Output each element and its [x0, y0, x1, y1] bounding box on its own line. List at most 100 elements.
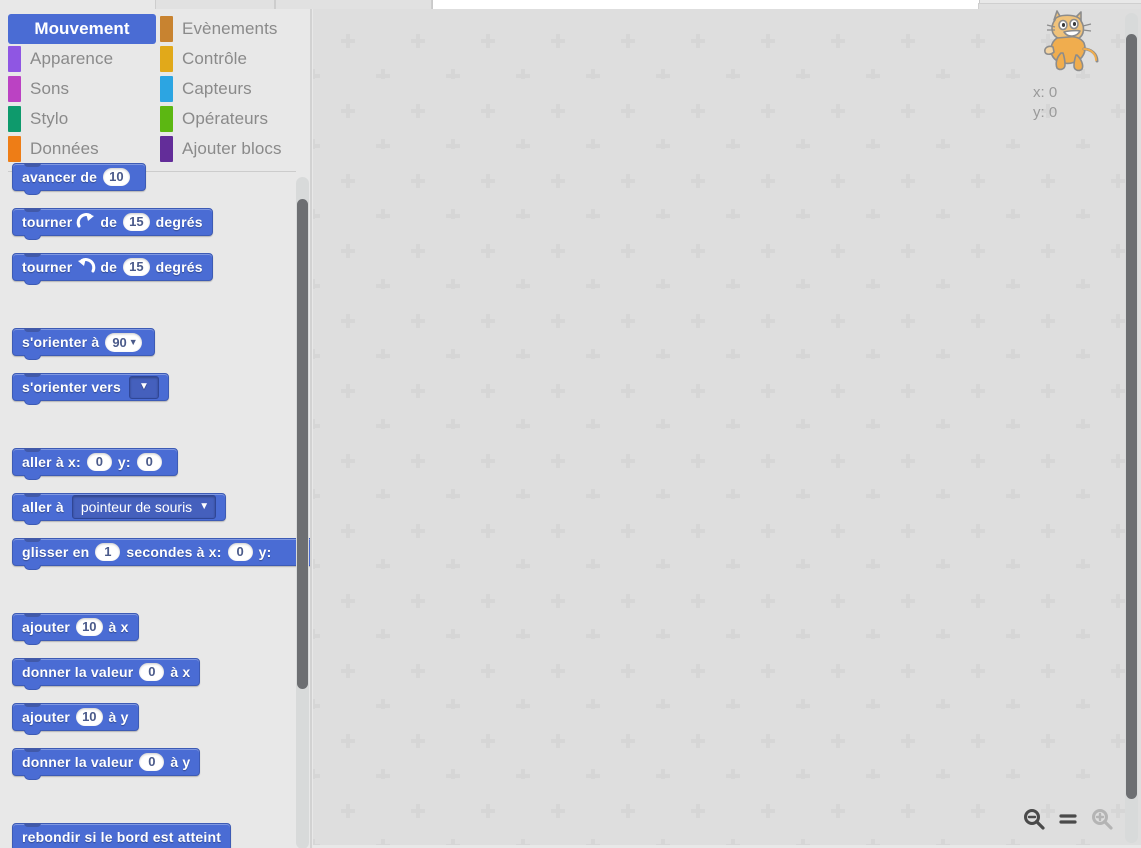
tab-2[interactable]: [432, 0, 980, 9]
category-column-right: Evènements Contrôle Capteurs Opérateurs …: [160, 14, 310, 164]
block-label: à x: [170, 664, 191, 680]
category-label-capteurs: Capteurs: [182, 79, 252, 98]
canvas-grid-pattern: [313, 9, 1141, 848]
category-apparence[interactable]: Apparence: [8, 44, 158, 74]
category-label-mouvement: Mouvement: [34, 19, 130, 38]
block-label: ajouter: [22, 619, 71, 635]
block-dropdown-target[interactable]: ▼: [128, 375, 159, 399]
block-label: degrés: [155, 259, 203, 275]
block-input-x[interactable]: 0: [227, 543, 253, 561]
category-ajouter-blocs[interactable]: Ajouter blocs: [160, 134, 310, 164]
zoom-out-button[interactable]: [1017, 804, 1051, 834]
block-label: donner la valeur: [22, 754, 134, 770]
block-label: degrés: [155, 214, 203, 230]
block-input-delta-y[interactable]: 10: [76, 708, 103, 726]
tab-0[interactable]: [155, 0, 275, 9]
category-donnees[interactable]: Données: [8, 134, 158, 164]
category-mouvement[interactable]: Mouvement: [8, 14, 156, 44]
block-label: tourner: [22, 259, 73, 275]
block-tourner-droite[interactable]: tourner de 15 degrés: [12, 208, 213, 240]
block-glisser[interactable]: glisser en 1 secondes à x: 0 y:: [12, 538, 312, 570]
block-label: donner la valeur: [22, 664, 134, 680]
block-input-y[interactable]: 0: [136, 453, 162, 471]
block-label: glisser en: [22, 544, 90, 560]
block-ajouter-a-x[interactable]: ajouter 10 à x: [12, 613, 139, 645]
turn-left-icon: [76, 257, 96, 278]
block-input-set-x[interactable]: 0: [139, 663, 165, 681]
block-donner-valeur-x[interactable]: donner la valeur 0 à x: [12, 658, 201, 690]
block-label: rebondir si le bord est atteint: [22, 829, 222, 845]
magnifier-minus-icon: [1024, 809, 1045, 830]
block-ajouter-a-y[interactable]: ajouter 10 à y: [12, 703, 139, 735]
tab-strip: [0, 0, 1141, 16]
block-input-set-y[interactable]: 0: [139, 753, 165, 771]
category-column-left: Mouvement Apparence Sons Stylo Données: [8, 14, 158, 164]
chevron-down-icon: ▼: [199, 501, 210, 512]
turn-right-icon: [76, 212, 96, 233]
block-label: aller à: [22, 499, 64, 515]
block-rebondir[interactable]: rebondir si le bord est atteint: [12, 823, 232, 848]
block-label: ajouter: [22, 709, 71, 725]
block-label: aller à x:: [22, 454, 81, 470]
block-donner-valeur-y[interactable]: donner la valeur 0 à y: [12, 748, 201, 780]
category-label-stylo: Stylo: [30, 109, 69, 128]
block-label: de: [100, 259, 118, 275]
chevron-down-icon: ▼: [128, 336, 138, 347]
block-tourner-gauche[interactable]: tourner de 15 degrés: [12, 253, 213, 285]
block-avancer-de[interactable]: avancer de 10: [12, 163, 146, 195]
category-controle[interactable]: Contrôle: [160, 44, 310, 74]
category-sons[interactable]: Sons: [8, 74, 158, 104]
category-swatch-ajouter-blocs: [160, 136, 173, 162]
equals-icon: [1059, 814, 1077, 824]
block-label: y:: [258, 544, 272, 560]
category-evenements[interactable]: Evènements: [160, 14, 310, 44]
category-stylo[interactable]: Stylo: [8, 104, 158, 134]
block-dropdown-cible[interactable]: pointeur de souris ▼: [71, 495, 217, 519]
block-input-degrees[interactable]: 15: [123, 258, 150, 276]
block-label: secondes à x:: [126, 544, 222, 560]
category-swatch-sons: [8, 76, 21, 102]
block-label: s'orienter à: [22, 334, 100, 350]
block-aller-a-cible[interactable]: aller à pointeur de souris ▼: [12, 493, 227, 525]
block-input-degrees[interactable]: 15: [123, 213, 150, 231]
block-label: à y: [108, 709, 129, 725]
scripts-canvas[interactable]: x: 0 y: 0: [313, 9, 1141, 848]
canvas-bottom-edge: [313, 845, 1141, 848]
block-label: y:: [117, 454, 131, 470]
tab-1[interactable]: [275, 0, 432, 9]
block-input-delta-x[interactable]: 10: [76, 618, 103, 636]
block-label: à x: [108, 619, 129, 635]
block-aller-a-xy[interactable]: aller à x: 0 y: 0: [12, 448, 178, 480]
block-s-orienter-vers[interactable]: s'orienter vers ▼: [12, 373, 169, 405]
category-label-controle: Contrôle: [182, 49, 248, 68]
category-label-ajouter-blocs: Ajouter blocs: [182, 139, 282, 158]
block-dropdown-direction[interactable]: 90 ▼: [105, 332, 142, 352]
category-label-sons: Sons: [30, 79, 70, 98]
palette-block-list: avancer de 10 tourner de 15 degrés: [0, 163, 312, 848]
category-swatch-stylo: [8, 106, 21, 132]
category-capteurs[interactable]: Capteurs: [160, 74, 310, 104]
block-label: s'orienter vers: [22, 379, 121, 395]
category-swatch-capteurs: [160, 76, 173, 102]
magnifier-plus-icon: [1092, 809, 1113, 830]
category-swatch-operateurs: [160, 106, 173, 132]
category-swatch-evenements: [160, 16, 173, 42]
palette-canvas-divider: [310, 9, 312, 848]
block-input-x[interactable]: 0: [86, 453, 112, 471]
zoom-in-button[interactable]: [1085, 804, 1119, 834]
category-label-apparence: Apparence: [30, 49, 114, 68]
block-s-orienter-a[interactable]: s'orienter à 90 ▼: [12, 328, 155, 360]
zoom-controls: [1017, 804, 1119, 834]
zoom-reset-button[interactable]: [1051, 804, 1085, 834]
category-operateurs[interactable]: Opérateurs: [160, 104, 310, 134]
block-input-steps[interactable]: 10: [103, 168, 130, 186]
block-label: de: [100, 214, 118, 230]
palette-scrollbar-thumb[interactable]: [297, 199, 308, 689]
category-swatch-controle: [160, 46, 173, 72]
block-input-seconds[interactable]: 1: [95, 543, 121, 561]
palette-divider: [8, 171, 296, 172]
block-label: tourner: [22, 214, 73, 230]
canvas-scrollbar-thumb[interactable]: [1126, 34, 1137, 799]
category-swatch-apparence: [8, 46, 21, 72]
